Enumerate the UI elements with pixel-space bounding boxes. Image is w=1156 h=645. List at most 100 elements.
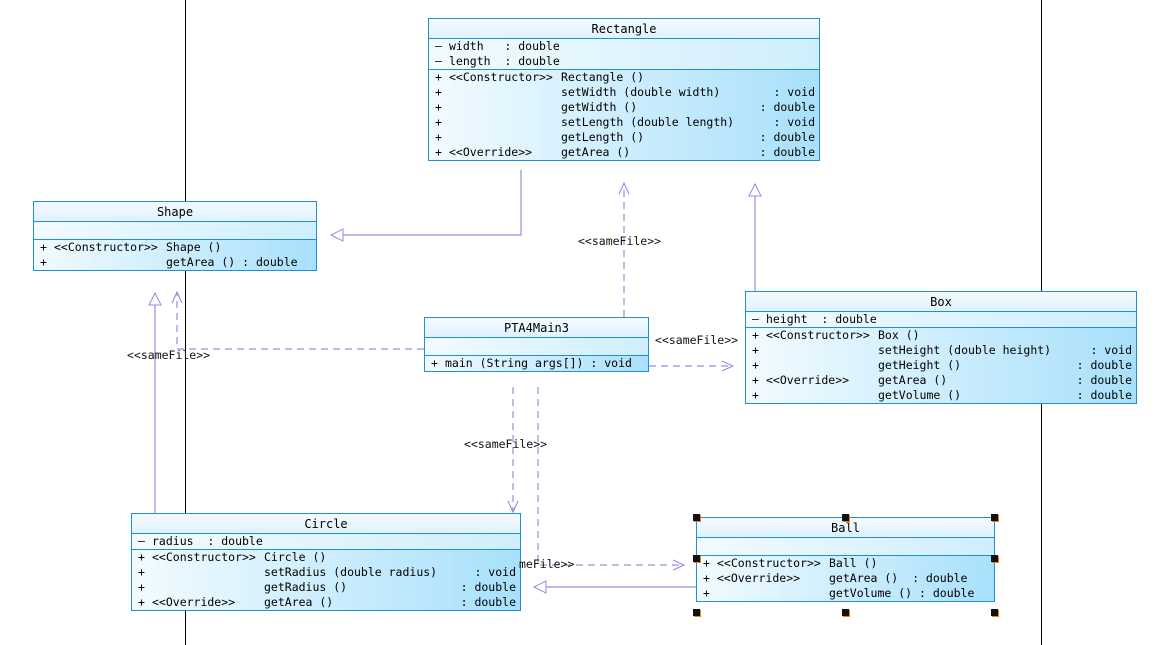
operation-row: + <<Constructor>> Shape () bbox=[34, 240, 316, 255]
operation-row: + setWidth (double width) : void bbox=[429, 85, 819, 100]
operation-row: + <<Override>> getArea () : double bbox=[746, 373, 1136, 388]
return-type: : double bbox=[1076, 358, 1132, 372]
class-attributes-box: – height : double bbox=[746, 312, 1136, 328]
resize-handle-top-center[interactable] bbox=[842, 514, 849, 521]
visibility-marker: – bbox=[138, 534, 145, 548]
class-node-circle[interactable]: Circle – radius : double + <<Constructor… bbox=[131, 513, 521, 611]
class-attributes-rectangle: – width : double – length : double bbox=[429, 39, 819, 70]
stereotype-label: <<Constructor>> bbox=[717, 556, 821, 570]
operation-signature: getArea () bbox=[878, 373, 948, 387]
resize-handle-bottom-center[interactable] bbox=[842, 609, 849, 616]
return-type: : double bbox=[460, 580, 516, 594]
operation-row: + <<Override>> getArea () : double bbox=[429, 145, 819, 160]
operation-signature: getArea () : double bbox=[166, 255, 298, 269]
operation-signature: setRadius (double radius) bbox=[264, 565, 438, 579]
operation-signature: getArea () : double bbox=[829, 571, 968, 585]
class-node-pta4main3[interactable]: PTA4Main3 + main (String args[]) : void bbox=[424, 317, 649, 372]
class-name-circle: Circle bbox=[132, 514, 520, 534]
visibility-marker: + bbox=[40, 255, 47, 269]
operation-row: + getVolume () : double bbox=[746, 388, 1136, 403]
class-node-ball[interactable]: Ball + <<Constructor>> Ball () + <<Overr… bbox=[696, 517, 995, 602]
operation-row: + <<Override>> getArea () : double bbox=[132, 595, 520, 610]
stereotype-label: <<Constructor>> bbox=[766, 328, 870, 342]
class-node-box[interactable]: Box – height : double + <<Constructor>> … bbox=[745, 291, 1137, 404]
operation-row: + <<Constructor>> Ball () bbox=[697, 556, 994, 571]
resize-handle-bottom-left[interactable] bbox=[693, 609, 700, 616]
class-attributes-ball bbox=[697, 538, 994, 556]
return-type: : double bbox=[759, 100, 815, 114]
class-node-shape[interactable]: Shape + <<Constructor>> Shape () + getAr… bbox=[33, 201, 317, 271]
resize-handle-top-right[interactable] bbox=[991, 514, 998, 521]
class-operations-rectangle: + <<Constructor>> Rectangle () + setWidt… bbox=[429, 70, 819, 160]
class-attributes-shape bbox=[34, 222, 316, 240]
operation-signature: getVolume () : double bbox=[829, 586, 975, 600]
operation-row: + <<Constructor>> Box () bbox=[746, 328, 1136, 343]
stereotype-label: <<Override>> bbox=[717, 571, 801, 585]
operation-signature: Ball () bbox=[829, 556, 878, 570]
class-operations-pta4main3: + main (String args[]) : void bbox=[425, 356, 648, 371]
stereotype-label: <<Constructor>> bbox=[449, 70, 553, 84]
class-node-rectangle[interactable]: Rectangle – width : double – length : do… bbox=[428, 18, 820, 161]
class-operations-circle: + <<Constructor>> Circle () + setRadius … bbox=[132, 550, 520, 610]
operation-signature: getArea () bbox=[561, 145, 631, 159]
operation-signature: getRadius () bbox=[264, 580, 348, 594]
attribute-row: – radius : double bbox=[132, 534, 520, 549]
operation-signature: Shape () bbox=[166, 240, 222, 254]
operation-row: + setHeight (double height) : void bbox=[746, 343, 1136, 358]
visibility-marker: + bbox=[435, 115, 442, 129]
operation-signature: setLength (double length) bbox=[561, 115, 735, 129]
return-type: : double bbox=[460, 595, 516, 609]
operation-row: + getLength () : double bbox=[429, 130, 819, 145]
visibility-marker: + bbox=[138, 595, 145, 609]
visibility-marker: + bbox=[138, 580, 145, 594]
operation-row: + getVolume () : double bbox=[697, 586, 994, 601]
resize-handle-top-left[interactable] bbox=[693, 514, 700, 521]
attribute-signature: height : double bbox=[766, 312, 877, 326]
visibility-marker: + bbox=[435, 85, 442, 99]
operation-signature: setHeight (double height) bbox=[878, 343, 1052, 357]
visibility-marker: + bbox=[138, 565, 145, 579]
stereotype-label: <<Constructor>> bbox=[152, 550, 256, 564]
attribute-signature: width : double bbox=[449, 39, 560, 53]
class-operations-ball: + <<Constructor>> Ball () + <<Override>>… bbox=[697, 556, 994, 601]
stereotype-label: <<Override>> bbox=[152, 595, 236, 609]
class-name-box: Box bbox=[746, 292, 1136, 312]
visibility-marker: + bbox=[703, 556, 710, 570]
visibility-marker: + bbox=[431, 356, 438, 370]
operation-signature: getVolume () bbox=[878, 388, 962, 402]
visibility-marker: + bbox=[138, 550, 145, 564]
return-type: : void bbox=[773, 85, 815, 99]
resize-handle-middle-left[interactable] bbox=[693, 555, 700, 562]
class-name-shape: Shape bbox=[34, 202, 316, 222]
operation-row: + <<Override>> getArea () : double bbox=[697, 571, 994, 586]
operation-row: + setLength (double length) : void bbox=[429, 115, 819, 130]
attribute-signature: length : double bbox=[449, 54, 560, 68]
return-type: : double bbox=[759, 145, 815, 159]
visibility-marker: + bbox=[752, 388, 759, 402]
edge-label-main-rectangle: <<sameFile>> bbox=[578, 234, 662, 248]
class-name-rectangle: Rectangle bbox=[429, 19, 819, 39]
return-type: : void bbox=[474, 565, 516, 579]
visibility-marker: – bbox=[435, 39, 442, 53]
edge-main-to-ball bbox=[537, 387, 684, 565]
resize-handle-bottom-right[interactable] bbox=[991, 609, 998, 616]
visibility-marker: + bbox=[40, 240, 47, 254]
return-type: : double bbox=[1076, 388, 1132, 402]
visibility-marker: + bbox=[435, 130, 442, 144]
visibility-marker: – bbox=[752, 312, 759, 326]
attribute-row: – length : double bbox=[429, 54, 819, 69]
attribute-row: – height : double bbox=[746, 312, 1136, 327]
edge-main-to-shape bbox=[177, 292, 424, 350]
return-type: : double bbox=[759, 130, 815, 144]
operation-signature: main (String args[]) : void bbox=[445, 356, 632, 370]
operation-signature: Rectangle () bbox=[561, 70, 645, 84]
class-attributes-pta4main3 bbox=[425, 338, 648, 356]
stereotype-label: <<Override>> bbox=[766, 373, 850, 387]
edge-label-main-shape: <<sameFile>> bbox=[127, 348, 211, 362]
edge-label-main-ball: meFile>> bbox=[519, 557, 575, 571]
operation-row: + getWidth () : double bbox=[429, 100, 819, 115]
operation-signature: getWidth () bbox=[561, 100, 638, 114]
resize-handle-middle-right[interactable] bbox=[991, 555, 998, 562]
edge-label-main-box: <<sameFile>> bbox=[655, 333, 739, 347]
